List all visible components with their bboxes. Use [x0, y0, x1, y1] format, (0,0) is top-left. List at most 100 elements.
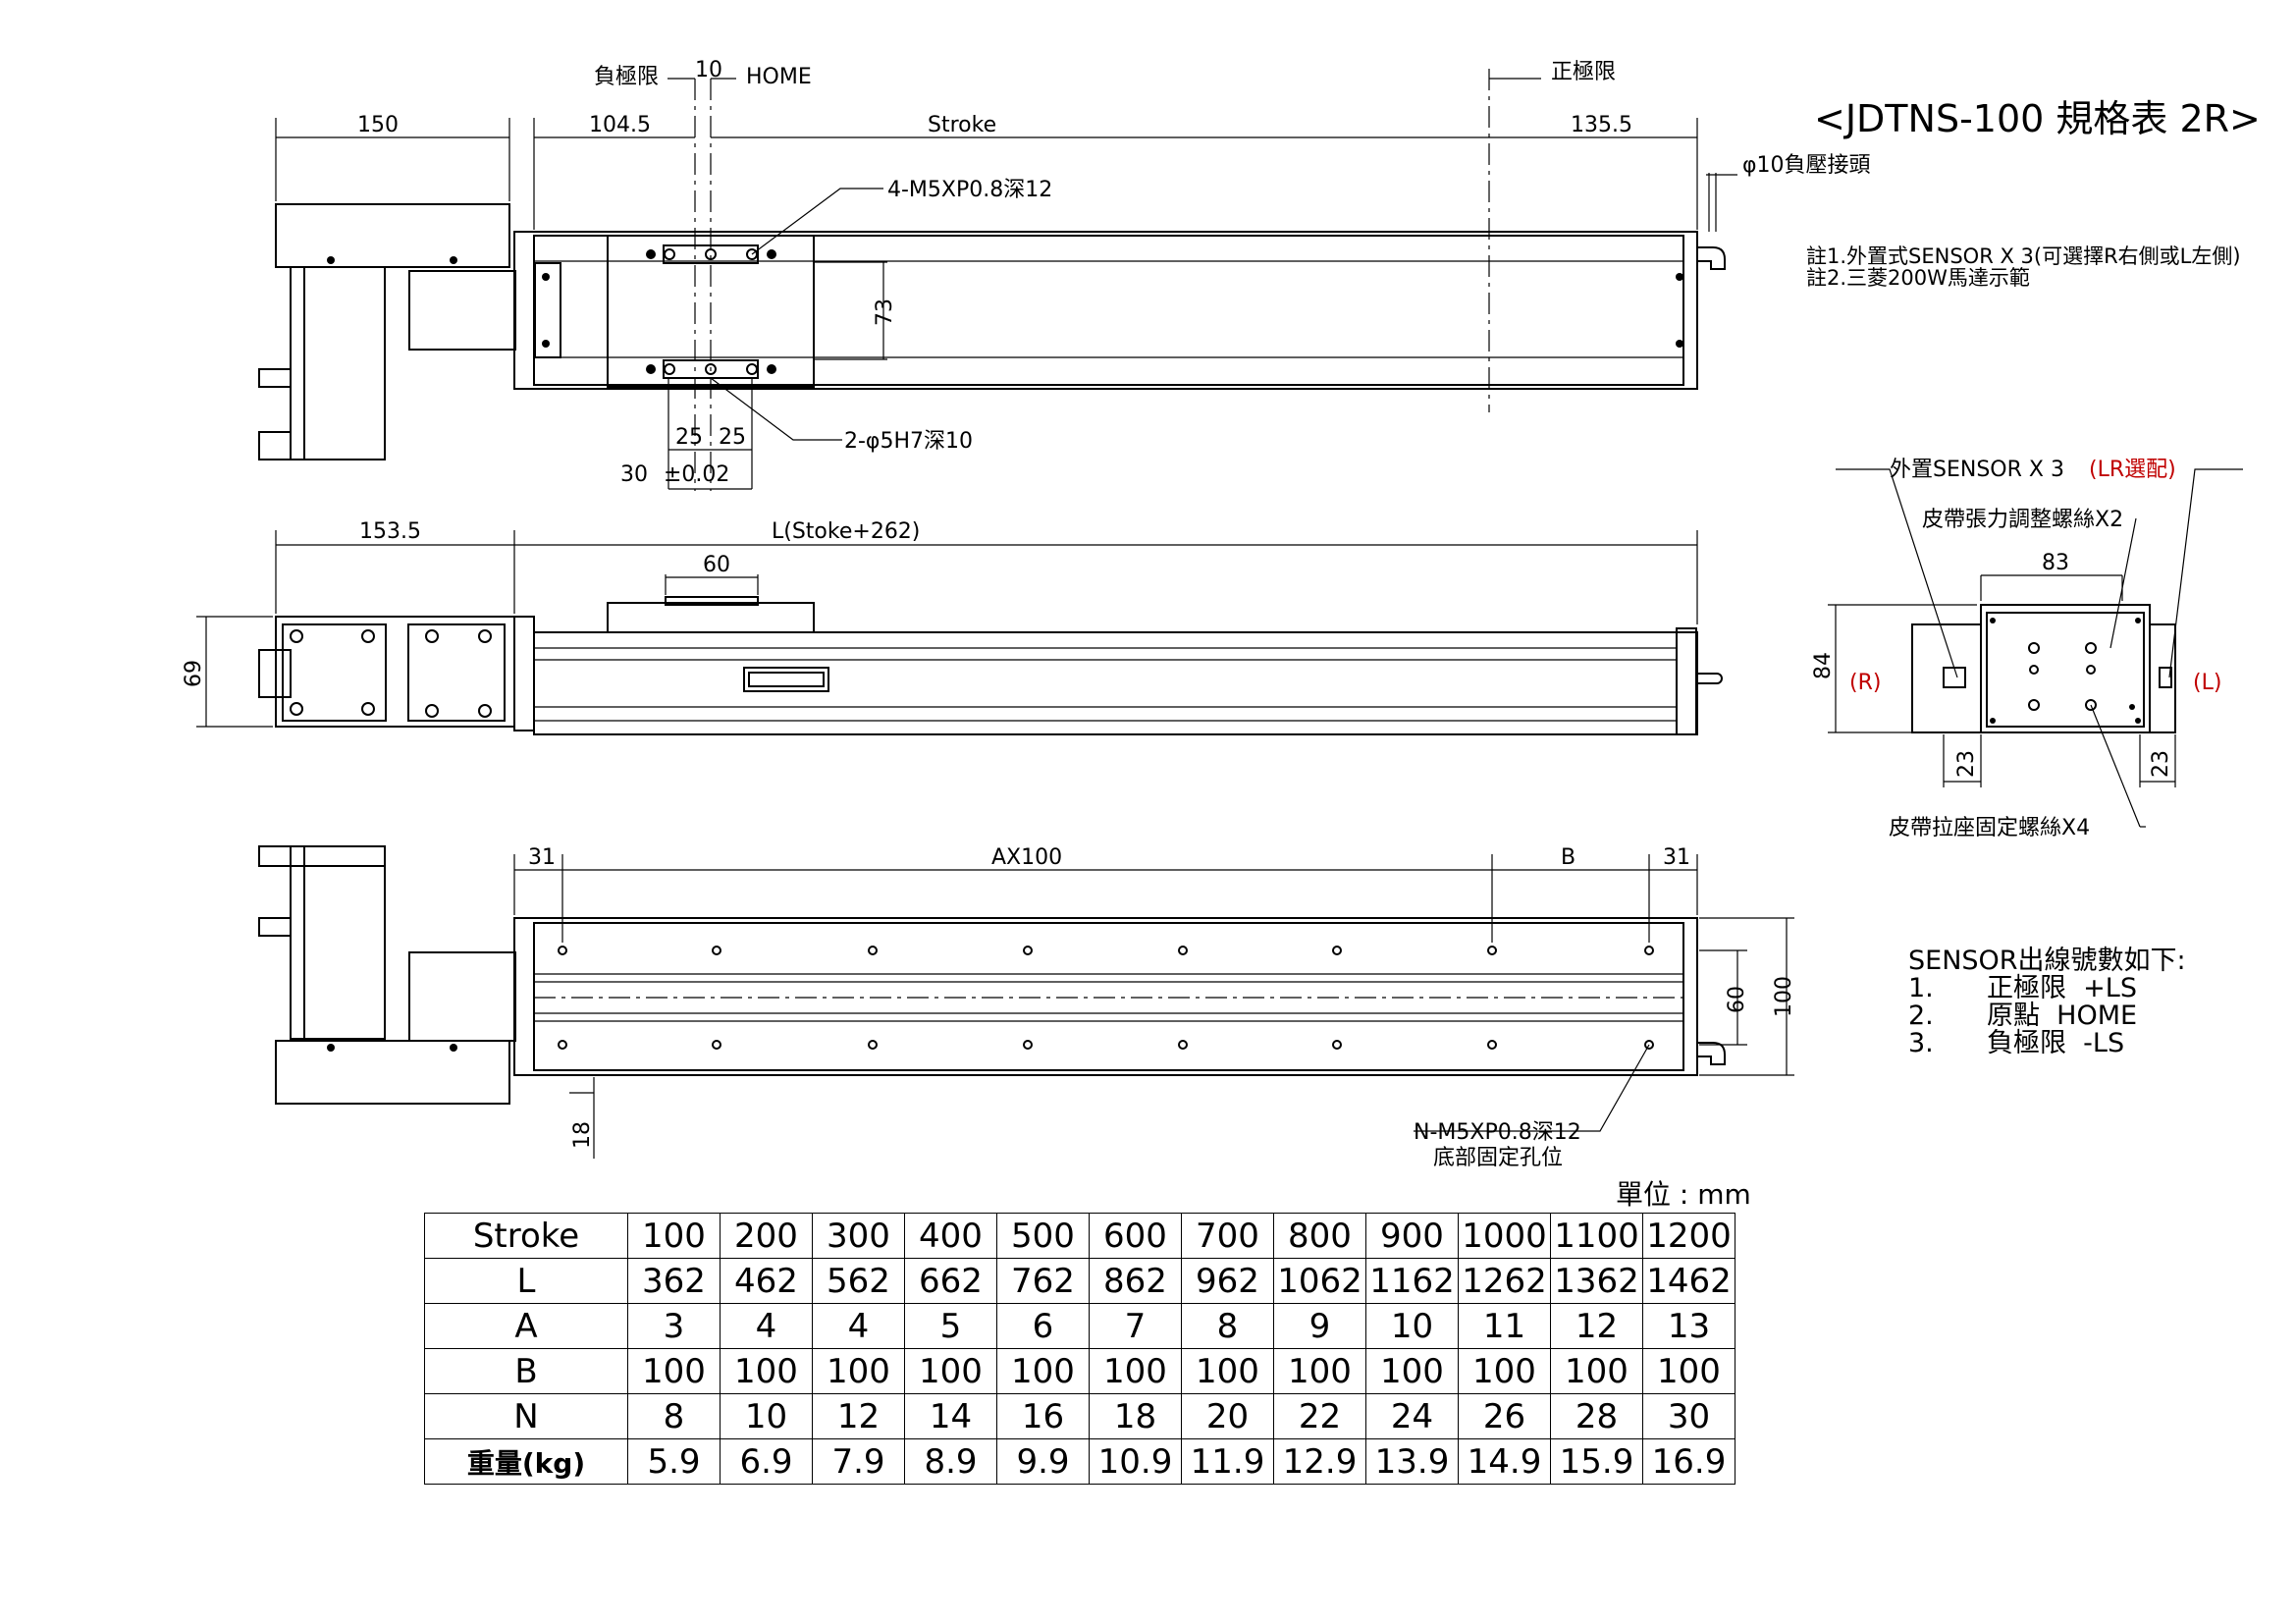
belt-tension-label: 皮帶張力調整螺絲X2 [1922, 508, 2123, 532]
spec-row-label: L [424, 1258, 628, 1304]
spec-cell: 9 [1273, 1303, 1366, 1349]
height-69-dim: 69 [182, 660, 206, 687]
end-83-dim: 83 [2042, 551, 2069, 575]
drawing-title: <JDTNS-100 規格表 2R> [1814, 97, 2261, 140]
spec-cell: 11 [1458, 1303, 1551, 1349]
sensor-option-label: (LR選配) [2089, 458, 2176, 482]
left-side-label: (L) [2193, 671, 2221, 695]
sensor-wiring-list: SENSOR出線號數如下: 1.正極限 +LS 2.原點 HOME 3.負極限 … [1908, 947, 2186, 1057]
spec-cell: 10 [1365, 1303, 1459, 1349]
note-1: 註1.外置式SENSOR X 3(可選擇R右側或L左側) [1806, 244, 2241, 268]
end-23a-dim: 23 [1954, 750, 1979, 778]
screw-callout: 4-M5XP0.8深12 [887, 178, 1052, 202]
spec-cell: 22 [1273, 1393, 1366, 1439]
spec-cell: 100 [996, 1348, 1090, 1394]
spec-cell: 962 [1181, 1258, 1274, 1304]
sensor-item: 1.正極限 +LS [1908, 973, 2137, 1003]
carriage-height-dim: 73 [873, 298, 897, 326]
spec-cell: 12.9 [1273, 1438, 1366, 1485]
pos-limit-label: 正極限 [1551, 60, 1616, 84]
side-view: 153.5 L(Stoke+262) 60 69 [182, 519, 1723, 735]
spec-row-label: Stroke [424, 1213, 628, 1259]
spec-cell: 6.9 [720, 1438, 813, 1485]
unit-label: 單位 : mm [1616, 1178, 1751, 1211]
spec-cell: 14.9 [1458, 1438, 1551, 1485]
spec-cell: 100 [627, 1213, 721, 1259]
spec-cell: 600 [1089, 1213, 1182, 1259]
neg-limit-label: 負極限 [594, 65, 659, 89]
spec-cell: 16.9 [1642, 1438, 1735, 1485]
left-offset-dim: 104.5 [589, 113, 651, 137]
spec-cell: 100 [1550, 1348, 1643, 1394]
spec-cell: 862 [1089, 1258, 1182, 1304]
end-23b-dim: 23 [2149, 750, 2173, 778]
sensor-list-header: SENSOR出線號數如下: [1908, 946, 2186, 976]
spec-cell: 15.9 [1550, 1438, 1643, 1485]
pitch-30-dim: 30 [620, 462, 648, 487]
pitch-25a-dim: 25 [675, 425, 703, 450]
spec-cell: 10 [720, 1393, 813, 1439]
spec-cell: 700 [1181, 1213, 1274, 1259]
spec-cell: 30 [1642, 1393, 1735, 1439]
note-2: 註2.三菱200W馬達示範 [1806, 266, 2030, 290]
spec-cell: 562 [812, 1258, 905, 1304]
bottom-31b-dim: 31 [1663, 845, 1690, 870]
carriage-60-dim: 60 [703, 553, 730, 577]
spec-cell: 9.9 [996, 1438, 1090, 1485]
spec-cell: 7.9 [812, 1438, 905, 1485]
right-offset-dim: 135.5 [1571, 113, 1632, 137]
spec-row-label: N [424, 1393, 628, 1439]
spec-cell: 6 [996, 1303, 1090, 1349]
bottom-18-dim: 18 [570, 1121, 595, 1149]
spec-cell: 16 [996, 1393, 1090, 1439]
sensor-item: 2.原點 HOME [1908, 1001, 2138, 1031]
end-84-dim: 84 [1811, 652, 1836, 679]
spec-cell: 8.9 [904, 1438, 997, 1485]
spec-cell: 362 [627, 1258, 721, 1304]
spec-cell: 14 [904, 1393, 997, 1439]
spec-cell: 28 [1550, 1393, 1643, 1439]
spec-cell: 4 [812, 1303, 905, 1349]
side-motor-dim: 153.5 [359, 519, 421, 544]
bottom-100-dim: 100 [1772, 976, 1796, 1017]
spec-cell: 1362 [1550, 1258, 1643, 1304]
spec-cell: 1162 [1365, 1258, 1459, 1304]
spec-cell: 400 [904, 1213, 997, 1259]
spec-cell: 8 [627, 1393, 721, 1439]
bottom-60-dim: 60 [1725, 986, 1749, 1013]
home-gap-dim: 10 [695, 58, 722, 82]
spec-cell: 100 [812, 1348, 905, 1394]
air-fitting-label: φ10負壓接頭 [1742, 153, 1871, 178]
spec-cell: 26 [1458, 1393, 1551, 1439]
spec-cell: 5 [904, 1303, 997, 1349]
bottom-view: 31 AX100 B 31 60 100 18 N-M5XP0.8深12 底部固… [258, 845, 1796, 1170]
spec-cell: 200 [720, 1213, 813, 1259]
spec-cell: 12 [1550, 1303, 1643, 1349]
spec-cell: 10.9 [1089, 1438, 1182, 1485]
belt-clamp-label: 皮帶拉座固定螺絲X4 [1889, 816, 2090, 840]
pin-callout: 2-φ5H7深10 [844, 429, 973, 454]
spec-cell: 662 [904, 1258, 997, 1304]
spec-row-label: B [424, 1348, 628, 1394]
right-side-label: (R) [1849, 671, 1881, 695]
spec-cell: 300 [812, 1213, 905, 1259]
stroke-dim: Stroke [928, 113, 996, 137]
bottom-31a-dim: 31 [528, 845, 556, 870]
spec-cell: 5.9 [627, 1438, 721, 1485]
spec-cell: 762 [996, 1258, 1090, 1304]
spec-cell: 20 [1181, 1393, 1274, 1439]
pitch-25b-dim: 25 [719, 425, 746, 450]
spec-cell: 3 [627, 1303, 721, 1349]
spec-cell: 100 [1642, 1348, 1735, 1394]
spec-cell: 900 [1365, 1213, 1459, 1259]
spec-cell: 100 [1365, 1348, 1459, 1394]
spec-cell: 800 [1273, 1213, 1366, 1259]
spec-cell: 13.9 [1365, 1438, 1459, 1485]
sensor-label: 外置SENSOR X 3 [1890, 458, 2064, 482]
overall-length-dim: L(Stoke+262) [772, 519, 920, 544]
